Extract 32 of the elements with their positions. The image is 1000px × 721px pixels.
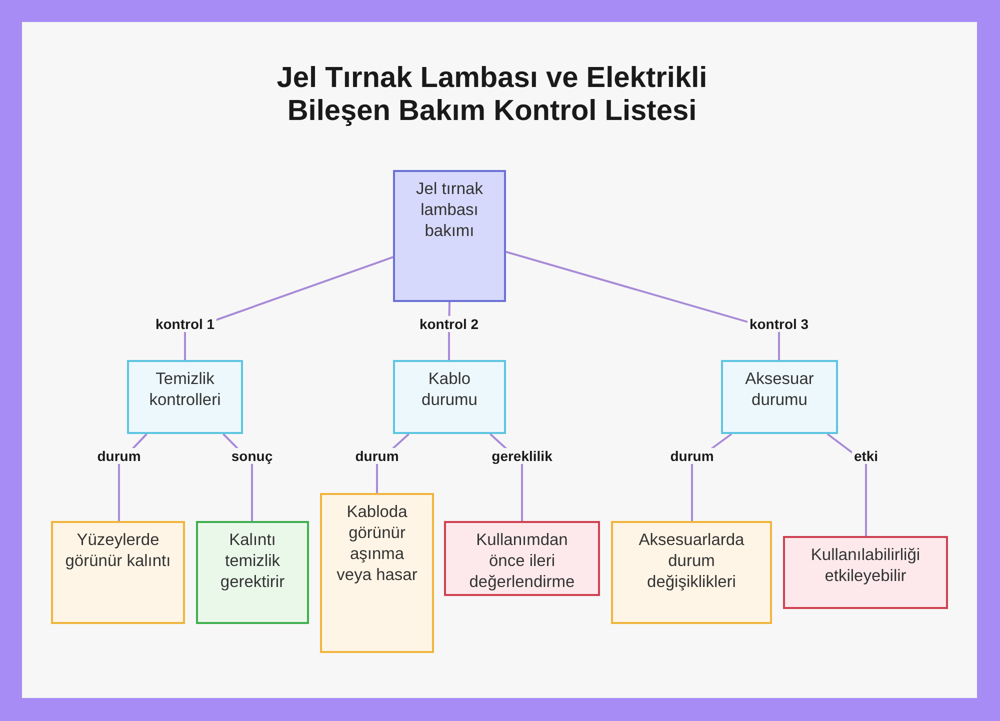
connector-line (506, 250, 780, 360)
diagram-title: Jel Tırnak Lambası ve Elektrikli Bileşen Bakım Kontrol Listesi (276, 62, 708, 128)
node-box (783, 536, 948, 609)
node-box (51, 521, 185, 624)
node-text: Yüzeylerde görünür kalıntı (65, 530, 171, 572)
edge-label: gereklilik (490, 448, 554, 464)
node-text: Aksesuarlarda durum değişiklikleri (638, 530, 746, 593)
node-box (721, 360, 838, 434)
edge-label: kontrol 3 (747, 316, 811, 332)
edge-label: kontrol 2 (417, 316, 481, 332)
node-text: Temizlik kontrolleri (148, 369, 222, 411)
edge-label: durum (668, 448, 716, 464)
edge-label: durum (353, 448, 401, 464)
node-text: Aksesuar durumu (744, 369, 815, 411)
node-box (611, 521, 772, 624)
node-box (393, 360, 506, 434)
node-text: Kullanımdan önce ileri değerlendirme (468, 530, 576, 593)
edge-label: sonuç (229, 448, 275, 464)
edge-label: kontrol 1 (153, 316, 217, 332)
node-box (320, 493, 434, 653)
node-box (444, 521, 600, 596)
node-text: Kabloda görünür aşınma veya hasar (336, 502, 418, 586)
node-box (127, 360, 243, 434)
node-box (393, 170, 506, 302)
edge-label: etki (852, 448, 880, 464)
node-text: Kalıntı temizlik gerektirir (219, 530, 286, 593)
node-text: Kullanılabilirliği etkileyebilir (810, 545, 922, 587)
node-text: Jel tırnak lambası bakımı (415, 179, 484, 242)
node-box (196, 521, 309, 624)
node-text: Kablo durumu (420, 369, 478, 411)
connector-line (184, 256, 394, 360)
edge-label: durum (95, 448, 143, 464)
